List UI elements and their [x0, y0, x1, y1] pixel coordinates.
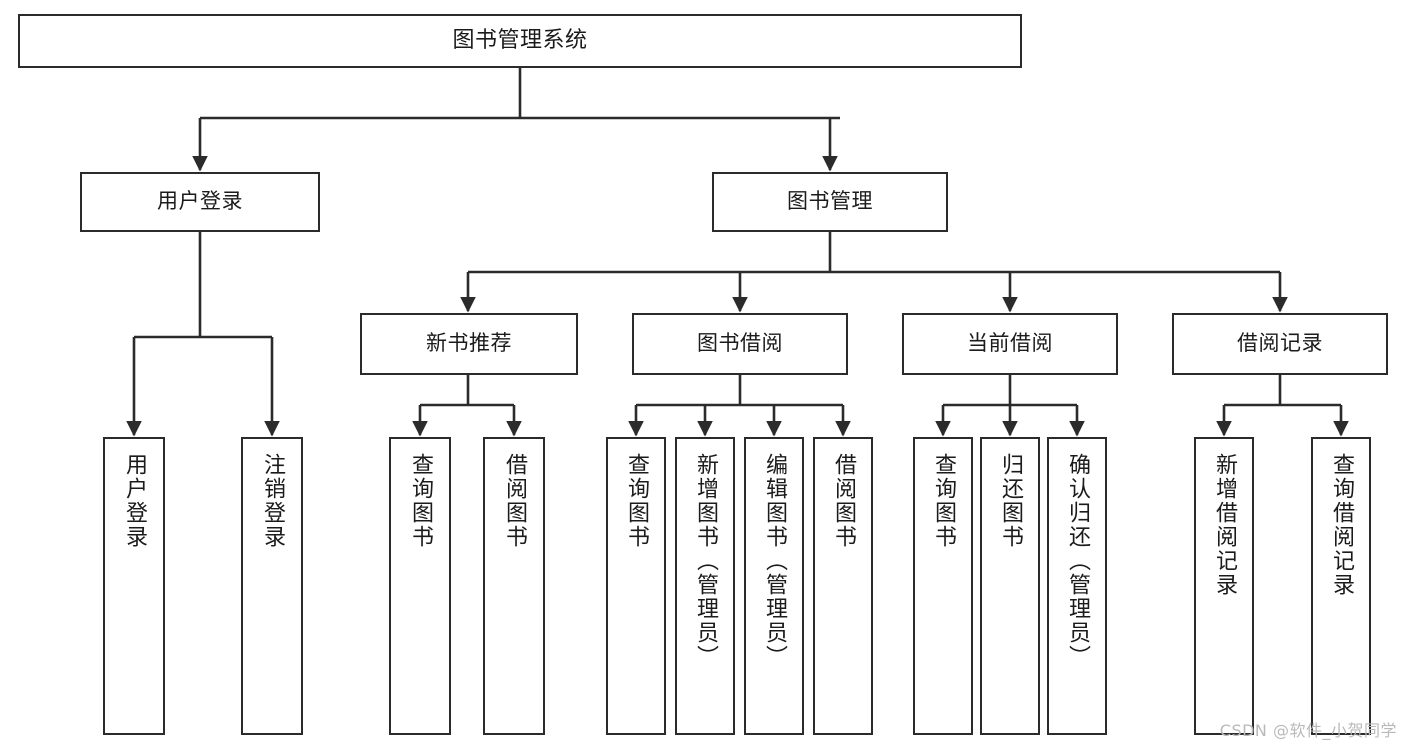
node-label: 查询图书	[408, 453, 433, 549]
node-label: 新增借阅记录	[1212, 453, 1237, 597]
csdn-watermark: CSDN @软件_小贺同学	[1219, 721, 1397, 740]
node-label: 确认归还（管理员）	[1065, 453, 1090, 669]
leaf-borrow-record-query-record[interactable]: 查询借阅记录	[1311, 437, 1371, 735]
leaf-new-book-query-books[interactable]: 查询图书	[389, 437, 451, 735]
node-root-book-management-system[interactable]: 图书管理系统	[18, 14, 1022, 68]
node-label: 图书借阅	[697, 331, 783, 356]
node-label: 新书推荐	[426, 331, 512, 356]
node-label: 借阅图书	[831, 453, 856, 549]
node-label: 查询图书	[931, 453, 956, 549]
node-new-book-recommendation[interactable]: 新书推荐	[360, 313, 578, 375]
node-label: 当前借阅	[967, 331, 1053, 356]
node-label: 图书管理系统	[452, 27, 588, 53]
leaf-book-borrow-borrow-books[interactable]: 借阅图书	[813, 437, 873, 735]
leaf-book-borrow-query-books[interactable]: 查询图书	[606, 437, 666, 735]
leaf-current-borrow-query-books[interactable]: 查询图书	[913, 437, 973, 735]
node-label: 查询借阅记录	[1329, 453, 1354, 597]
node-label: 借阅图书	[502, 453, 527, 549]
node-label: 用户登录	[122, 453, 147, 549]
node-current-borrowing[interactable]: 当前借阅	[902, 313, 1118, 375]
node-label: 注销登录	[260, 453, 285, 549]
node-label: 用户登录	[157, 189, 243, 214]
node-book-management[interactable]: 图书管理	[712, 172, 948, 232]
leaf-user-login-login[interactable]: 用户登录	[103, 437, 165, 735]
node-label: 编辑图书（管理员）	[762, 453, 787, 669]
node-label: 新增图书（管理员）	[693, 453, 718, 669]
node-label: 图书管理	[787, 189, 873, 214]
leaf-book-borrow-edit-book-admin[interactable]: 编辑图书（管理员）	[744, 437, 804, 735]
node-label: 查询图书	[624, 453, 649, 549]
leaf-user-login-logout[interactable]: 注销登录	[241, 437, 303, 735]
leaf-book-borrow-add-book-admin[interactable]: 新增图书（管理员）	[675, 437, 735, 735]
node-user-login[interactable]: 用户登录	[80, 172, 320, 232]
node-borrowing-record[interactable]: 借阅记录	[1172, 313, 1388, 375]
leaf-borrow-record-add-record[interactable]: 新增借阅记录	[1194, 437, 1254, 735]
leaf-current-borrow-return-books[interactable]: 归还图书	[980, 437, 1040, 735]
leaf-new-book-borrow-books[interactable]: 借阅图书	[483, 437, 545, 735]
node-label: 归还图书	[998, 453, 1023, 549]
leaf-current-borrow-confirm-return-admin[interactable]: 确认归还（管理员）	[1047, 437, 1107, 735]
node-book-borrowing[interactable]: 图书借阅	[632, 313, 848, 375]
node-label: 借阅记录	[1237, 331, 1323, 356]
